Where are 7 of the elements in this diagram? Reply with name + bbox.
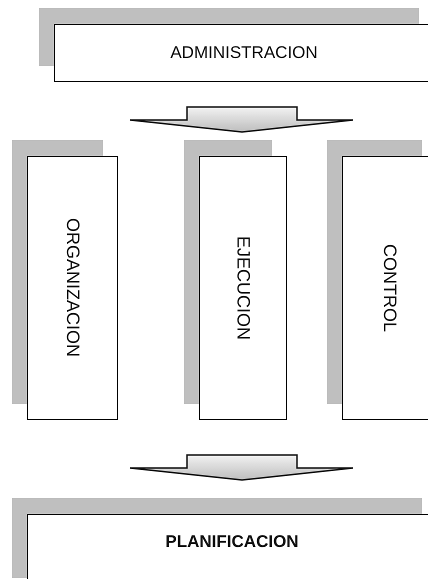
box-label: ADMINISTRACION <box>170 43 318 63</box>
box-label: ORGANIZACION <box>62 218 83 358</box>
box-label: CONTROL <box>379 244 400 332</box>
block-arrow <box>129 106 354 133</box>
block-arrow <box>129 454 354 481</box>
box-label: EJECUCION <box>232 236 254 340</box>
box-label: PLANIFICACION <box>165 532 299 552</box>
